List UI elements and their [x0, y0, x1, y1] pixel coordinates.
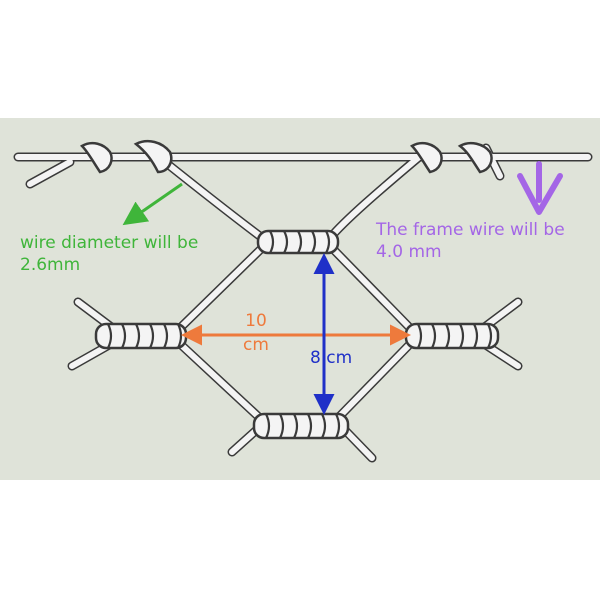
frame-wire-label: The frame wire will be 4.0 mm [376, 219, 565, 263]
width-label: 10 cm [236, 310, 276, 356]
top-twist [256, 229, 340, 255]
left-twist [94, 322, 188, 350]
width-label-unit: cm [243, 335, 269, 355]
wire-diameter-label-line1: wire diameter will be [20, 233, 199, 253]
bottom-twist [252, 412, 350, 440]
height-label: 8 cm [310, 348, 353, 368]
frame-wrap-left [79, 140, 173, 174]
frame-wrap-right [409, 141, 493, 174]
wire-diameter-label-line2: 2.6mm [20, 255, 81, 275]
wire-twists [79, 140, 500, 440]
wire-diameter-label: wire diameter will be 2.6mm [20, 232, 198, 276]
right-twist [404, 322, 500, 350]
frame-wire-arrow [517, 161, 563, 215]
frame-wire-label-line2: 4.0 mm [376, 242, 442, 262]
wire-diameter-arrow [122, 182, 183, 226]
frame-wire-label-line1: The frame wire will be [376, 220, 565, 240]
width-label-value: 10 [245, 311, 267, 331]
